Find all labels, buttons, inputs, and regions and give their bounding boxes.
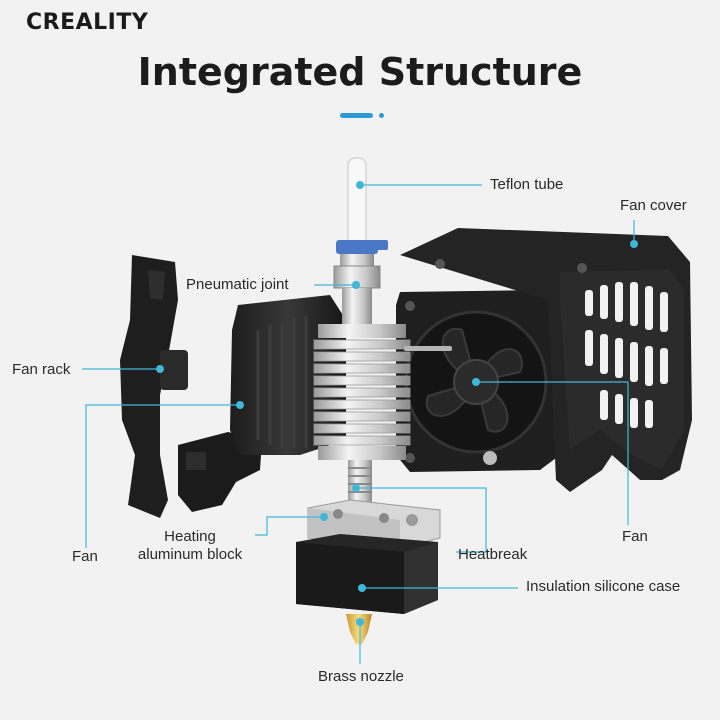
callout-line-fan-left <box>85 404 240 548</box>
label-heating-block-line1: Heating <box>164 528 216 545</box>
callout-dot-fan-left <box>236 401 244 409</box>
label-heating-block: Heating aluminum block <box>126 528 254 564</box>
fan-rack-part <box>120 255 188 518</box>
teflon-tube-part <box>347 157 367 251</box>
heatbreak-part <box>348 460 372 504</box>
label-fan-left: Fan <box>72 548 98 565</box>
label-pneumatic-joint: Pneumatic joint <box>186 276 289 293</box>
callout-dot-fan-cover <box>630 240 638 248</box>
callout-dots <box>156 181 638 626</box>
pneumatic-joint-part <box>333 240 388 324</box>
callout-dot-heating <box>320 513 328 521</box>
brass-nozzle-part <box>346 614 372 644</box>
silicone-case-part <box>296 534 438 614</box>
callout-line-heatbreak <box>356 487 487 553</box>
label-brass-nozzle: Brass nozzle <box>318 668 404 685</box>
page-title: Integrated Structure <box>137 50 583 94</box>
label-heatbreak: Heatbreak <box>458 546 528 563</box>
label-heating-block-line2: aluminum block <box>137 546 243 563</box>
callout-dot-heatbreak <box>352 484 360 492</box>
callout-dot-teflon <box>356 181 364 189</box>
callout-dot-fan-rack <box>156 365 164 373</box>
label-insulation-case: Insulation silicone case <box>526 578 681 595</box>
callout-dot-insulation <box>358 584 366 592</box>
callout-lines <box>82 184 635 664</box>
brand-logo: CREALITY <box>26 10 149 35</box>
title-underline <box>340 113 373 118</box>
label-teflon-tube: Teflon tube <box>490 176 564 193</box>
callout-line-fan-right <box>476 381 629 525</box>
callout-dot-nozzle <box>356 618 364 626</box>
fan-cover-part <box>400 228 692 492</box>
label-fan-rack: Fan rack <box>12 361 71 378</box>
label-fan-right: Fan <box>622 528 648 545</box>
heatsink-part <box>313 324 497 465</box>
callout-dot-pneumatic <box>352 281 360 289</box>
title-underline-dot <box>379 113 384 118</box>
callout-dot-fan-right <box>472 378 480 386</box>
callout-line-heating <box>255 516 324 536</box>
label-fan-cover: Fan cover <box>620 197 687 214</box>
